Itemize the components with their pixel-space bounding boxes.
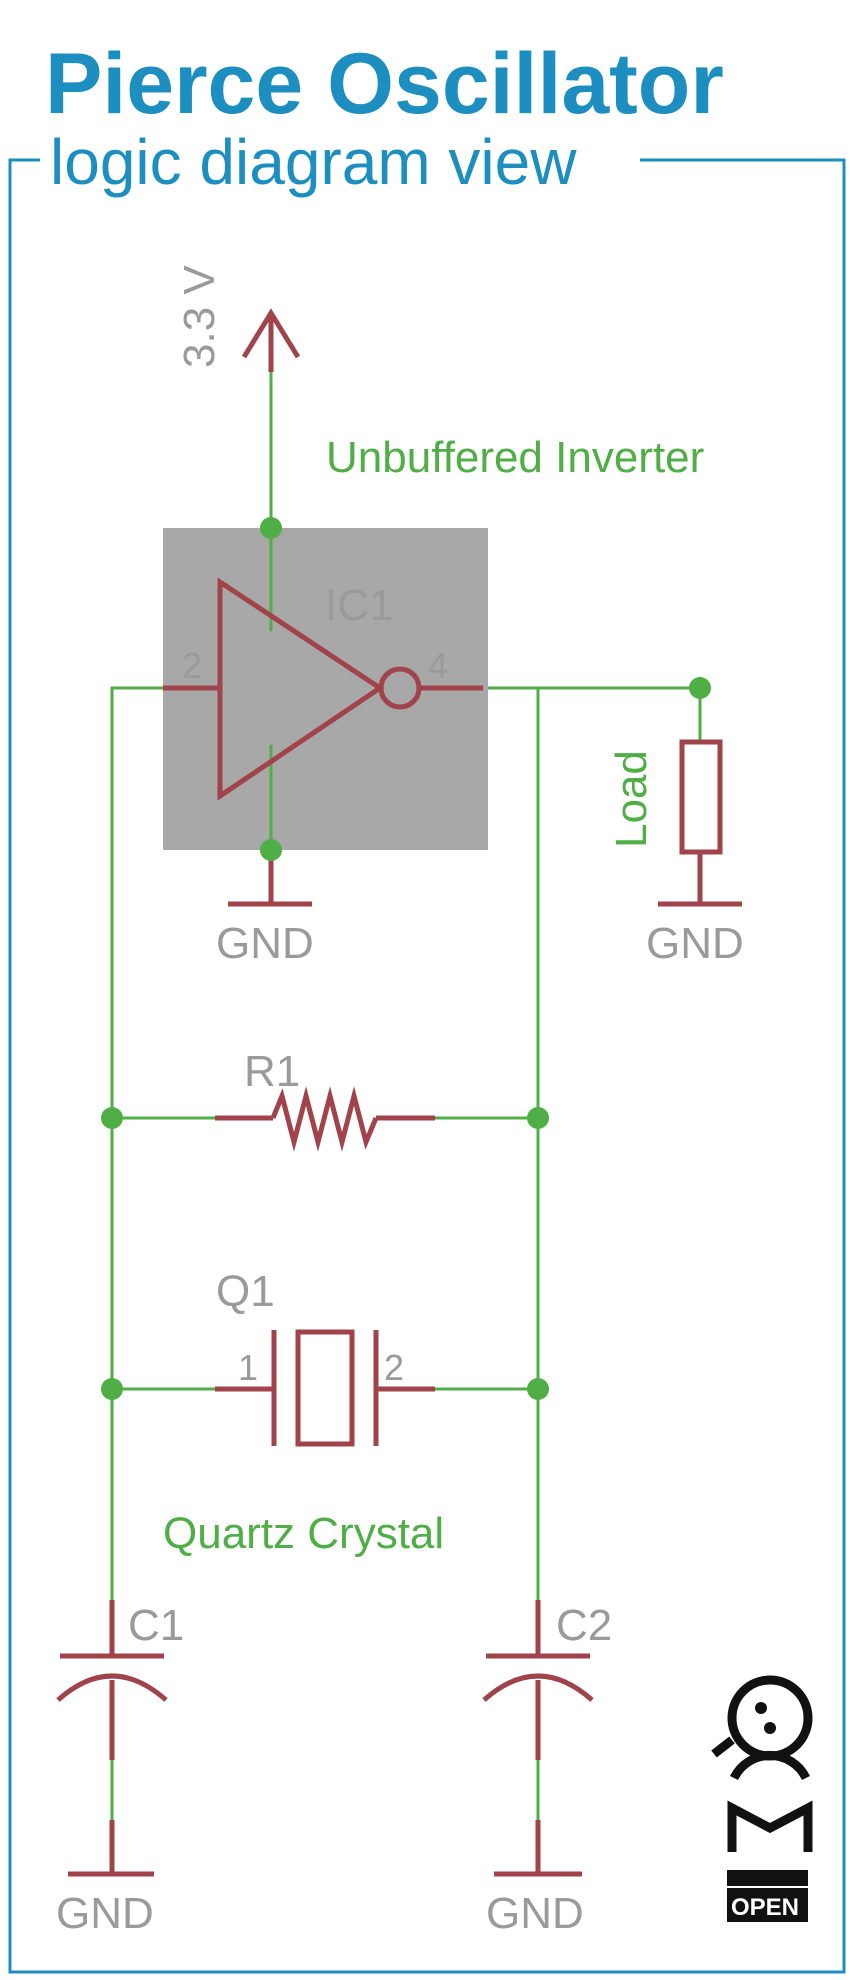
junction-dots (101, 517, 711, 1400)
cap1-ref: C1 (128, 1601, 184, 1650)
load-label: Load (607, 750, 656, 848)
resistor-ref: R1 (244, 1047, 300, 1096)
qcm-logo (711, 1675, 813, 1922)
logo-open-text: OPEN (731, 1894, 799, 1921)
crystal-pin-2: 2 (384, 1347, 404, 1388)
crystal-body (295, 1329, 355, 1447)
diagram-subtitle: logic diagram view (50, 126, 577, 198)
inverter-pin-in: 2 (182, 645, 202, 686)
supply-label: 3.3 V (175, 265, 224, 368)
cap2-plate-curved (482, 1673, 594, 1702)
ground-label-cap1: GND (56, 1889, 154, 1938)
ground-label-load: GND (646, 919, 744, 968)
crystal-name: Quartz Crystal (163, 1509, 444, 1558)
cap1-plate-curved (56, 1673, 168, 1702)
load-resistor (679, 739, 723, 855)
inverter-ref: IC1 (325, 581, 393, 630)
diagram-title: Pierce Oscillator (45, 36, 724, 132)
cap2-ref: C2 (556, 1601, 612, 1650)
ground-label-inverter: GND (216, 919, 314, 968)
inverter-pin-out: 4 (428, 645, 448, 686)
inverter-name: Unbuffered Inverter (326, 433, 704, 482)
inverter-triangle (217, 577, 385, 801)
crystal-ref: Q1 (216, 1267, 275, 1316)
supply-arrow (241, 308, 301, 372)
feedback-resistor (270, 1086, 379, 1152)
ground-label-cap2: GND (486, 1889, 584, 1938)
crystal-pin-1: 1 (238, 1347, 258, 1388)
frame-border (8, 158, 846, 1974)
inverter-bubble (378, 666, 422, 710)
